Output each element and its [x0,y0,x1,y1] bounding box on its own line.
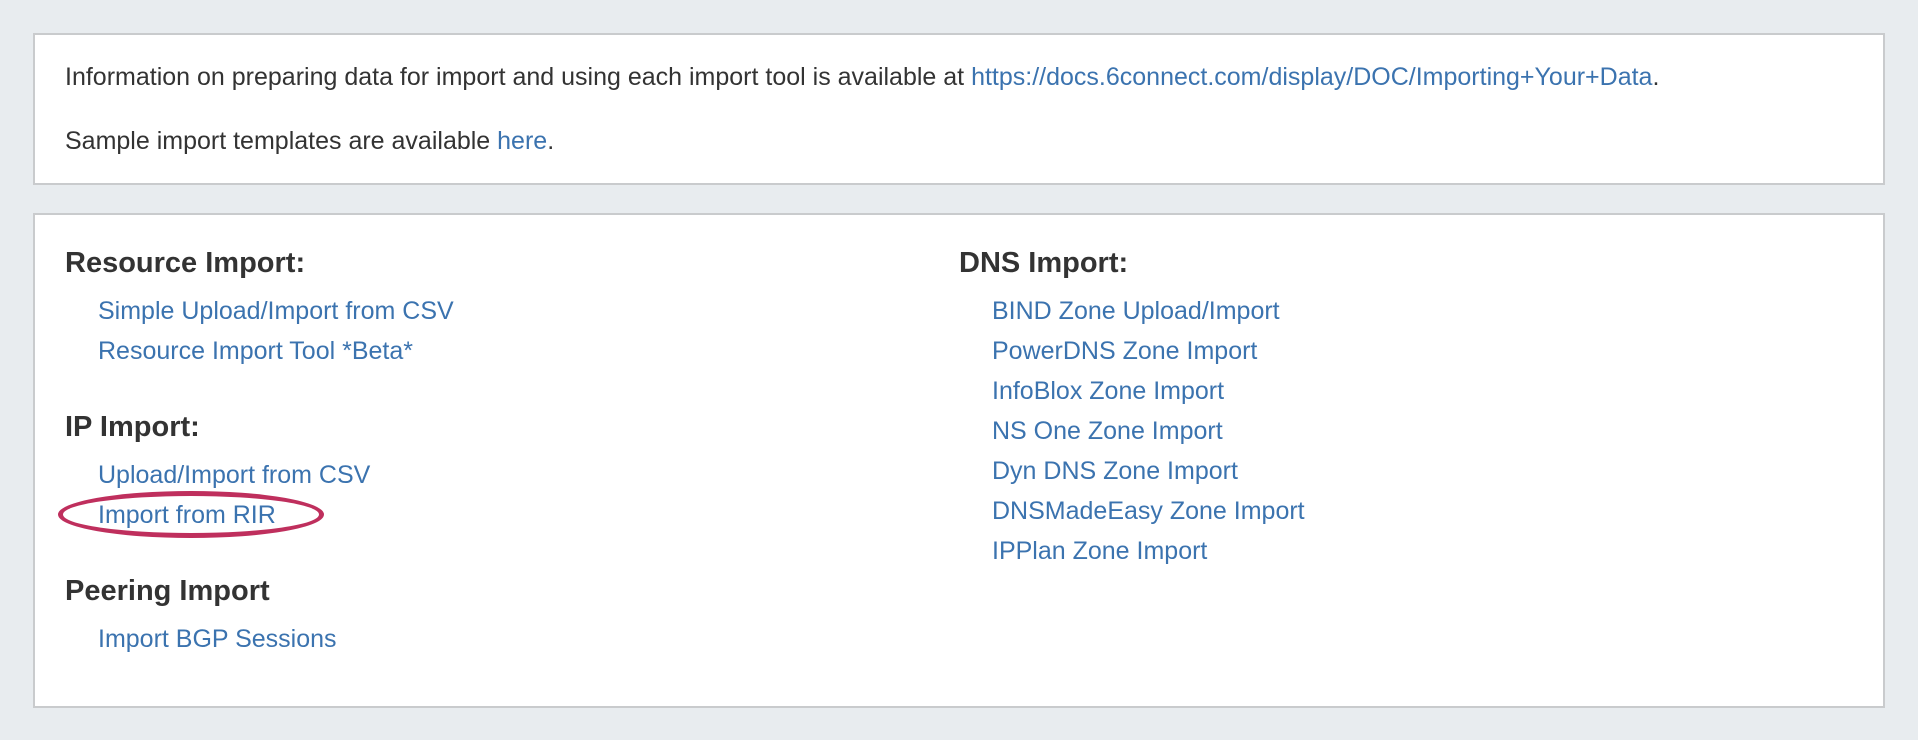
link-row: Import from RIR [58,491,959,538]
templates-here-link[interactable]: here [497,127,548,155]
import-link[interactable]: IPPlan Zone Import [992,537,1208,565]
link-row: Resource Import Tool *Beta* [98,331,959,371]
info-line-1-text: Information on preparing data for import… [65,63,972,91]
link-row: NS One Zone Import [992,411,1853,451]
info-line-2-suffix: . [547,127,555,155]
link-row: IPPlan Zone Import [992,531,1853,571]
import-link[interactable]: PowerDNS Zone Import [992,337,1258,365]
section-heading: IP Import: [65,411,200,443]
import-link[interactable]: DNSMadeEasy Zone Import [992,497,1305,525]
info-line-1: Information on preparing data for import… [65,59,1853,95]
import-link[interactable]: Import BGP Sessions [98,625,337,653]
import-link[interactable]: NS One Zone Import [992,417,1223,445]
link-row: InfoBlox Zone Import [992,371,1853,411]
import-link[interactable]: InfoBlox Zone Import [992,377,1225,405]
link-row: DNSMadeEasy Zone Import [992,491,1853,531]
import-link[interactable]: Resource Import Tool *Beta* [98,337,413,365]
section-link-list: Simple Upload/Import from CSV Resource Im… [65,291,959,371]
link-row: Import BGP Sessions [98,619,959,659]
section-heading: Peering Import [65,575,270,607]
import-link[interactable]: Simple Upload/Import from CSV [98,297,454,325]
import-link[interactable]: Dyn DNS Zone Import [992,457,1238,485]
import-section: Resource Import: Simple Upload/Import fro… [65,243,959,371]
section-link-list: Import BGP Sessions [65,619,959,659]
link-row: Upload/Import from CSV [98,455,959,495]
docs-url-link[interactable]: https://docs.6connect.com/display/DOC/Im… [971,63,1653,91]
import-link[interactable]: Upload/Import from CSV [98,461,371,489]
link-row: Simple Upload/Import from CSV [98,291,959,331]
link-row: Dyn DNS Zone Import [992,451,1853,491]
info-line-2: Sample import templates are available he… [65,123,1853,159]
link-row: PowerDNS Zone Import [992,331,1853,371]
link-row: BIND Zone Upload/Import [992,291,1853,331]
section-link-list: Upload/Import from CSV Import from RIR [58,455,959,538]
import-column-left: Resource Import: Simple Upload/Import fro… [58,243,959,659]
section-heading: Resource Import: [65,247,306,279]
import-link[interactable]: BIND Zone Upload/Import [992,297,1280,325]
import-section: IP Import: Upload/Import from CSV Import f… [58,407,959,538]
info-panel: Information on preparing data for import… [33,33,1885,185]
import-options-panel: Resource Import: Simple Upload/Import fro… [33,213,1885,708]
import-link[interactable]: Import from RIR [98,501,276,529]
section-heading: DNS Import: [959,247,1129,279]
info-line-1-suffix: . [1652,63,1660,91]
info-line-2-text: Sample import templates are available [65,127,498,155]
